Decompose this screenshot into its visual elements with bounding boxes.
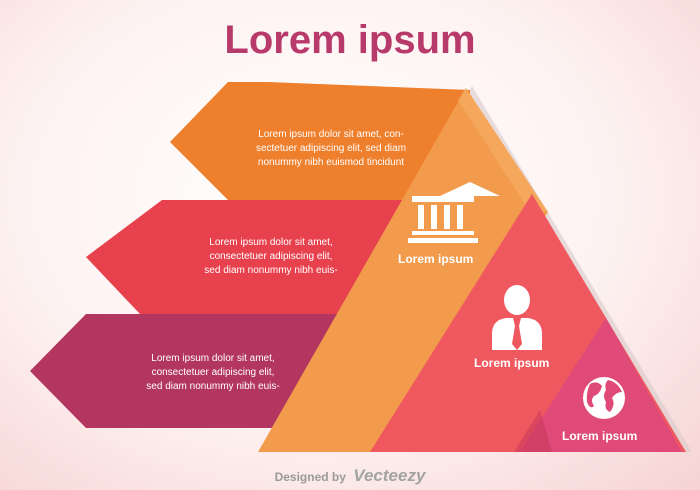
globe-icon <box>583 377 625 419</box>
arrow-banner-1 <box>170 82 470 200</box>
arrow-banner-3 <box>30 314 340 428</box>
level-label-2: Lorem ipsum <box>474 356 550 370</box>
arrow-text-3: Lorem ipsum dolor sit amet, consectetuer… <box>146 353 280 392</box>
credit-brand: Vecteezy <box>353 466 426 485</box>
bank-building-icon <box>408 182 500 243</box>
arrow-text-2: Lorem ipsum dolor sit amet, consectetuer… <box>204 237 338 276</box>
arrow-text-1: Lorem ipsum dolor sit amet, con- sectetu… <box>255 129 407 168</box>
credit-prefix: Designed by <box>274 470 346 484</box>
arrow-banner-2 <box>86 200 420 314</box>
level-label-1: Lorem ipsum <box>398 252 474 266</box>
businessman-icon <box>492 285 542 350</box>
designer-credit: Designed by Vecteezy <box>0 466 700 486</box>
page-title: Lorem ipsum <box>224 18 476 62</box>
pyramid-orange-layer <box>258 88 548 452</box>
level-label-3: Lorem ipsum <box>562 429 638 443</box>
